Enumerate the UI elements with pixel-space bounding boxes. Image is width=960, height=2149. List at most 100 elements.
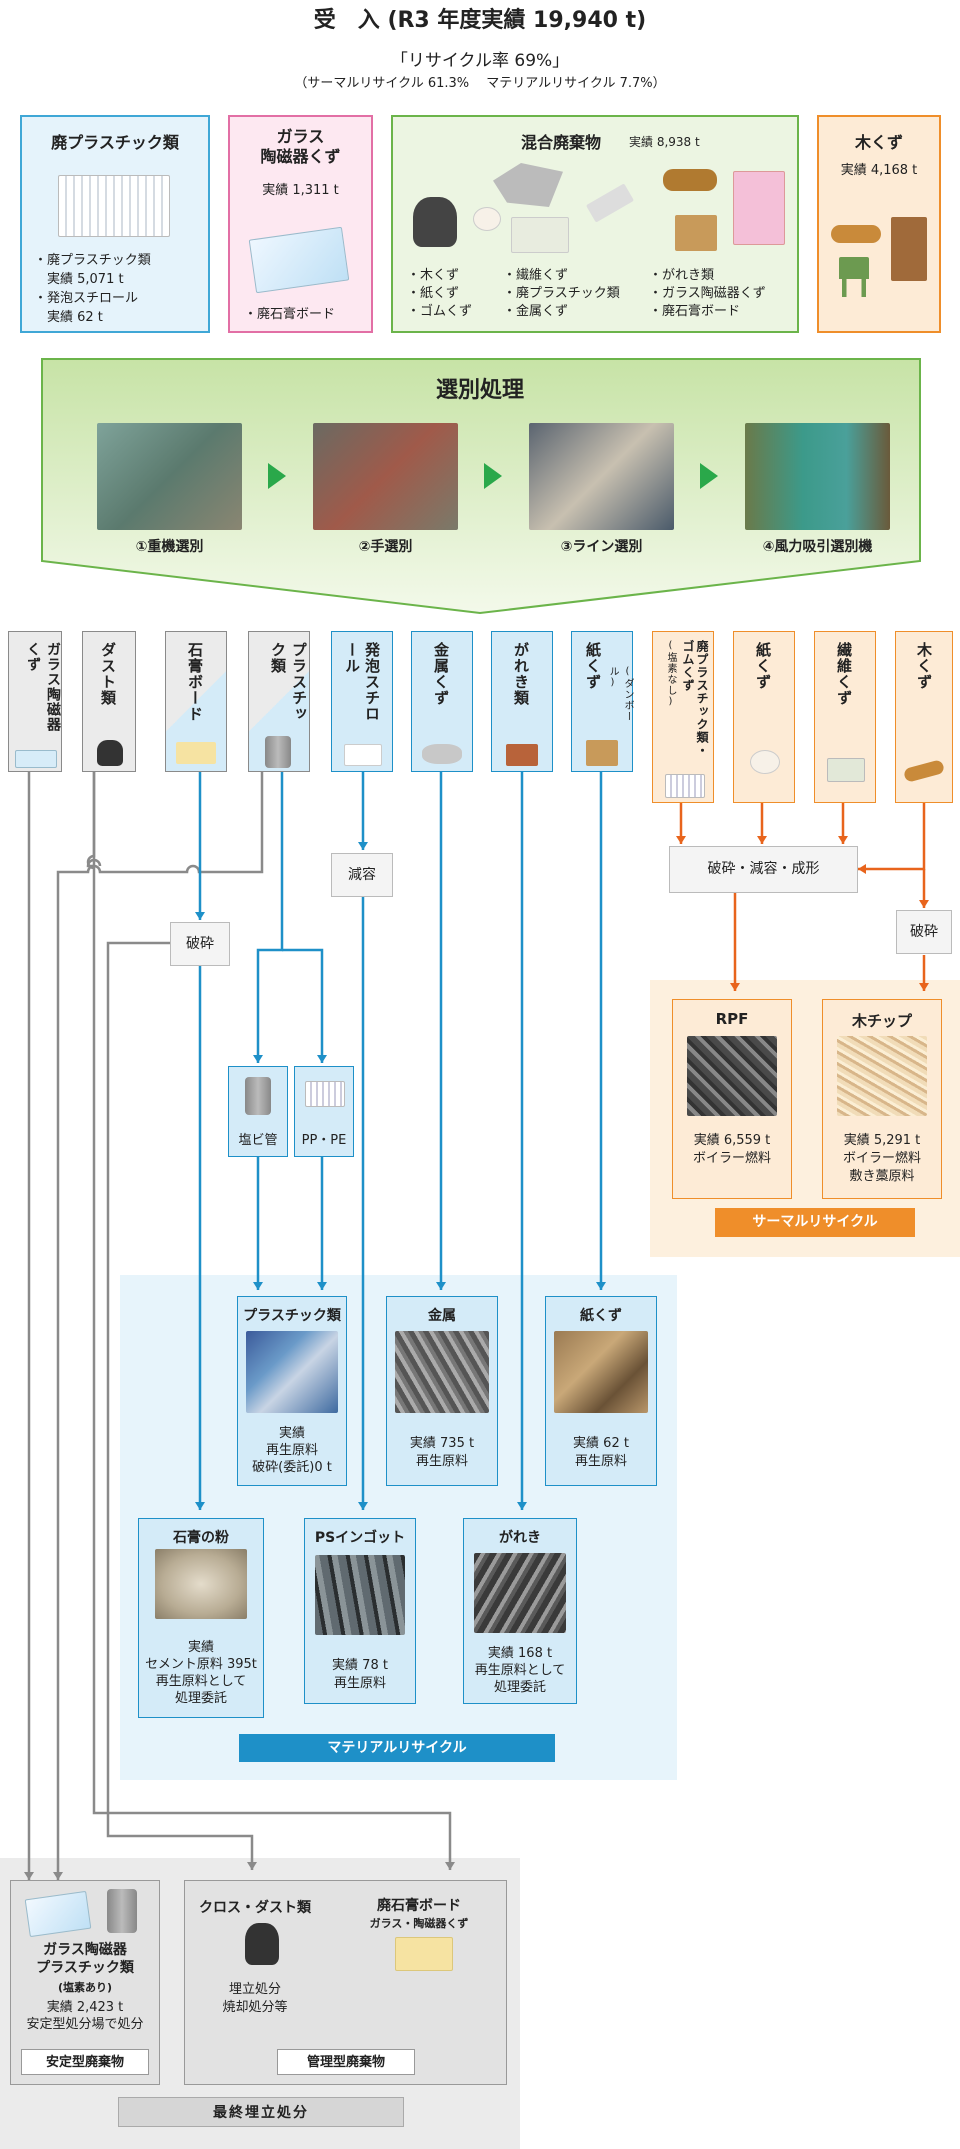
- intake-mixed-card: 混合廃棄物 実績 8,938 t ・木くず ・紙くず ・ゴムくず ・繊維くず ・…: [391, 115, 799, 333]
- intake-mixed-result: 実績 8,938 t: [629, 135, 700, 149]
- sorting-title: 選別処理: [435, 378, 524, 403]
- sorting-panel-shape: [41, 358, 921, 615]
- cardboard-box-icon: [586, 740, 618, 766]
- category-paper-label: 紙くず: [584, 642, 602, 690]
- mat-rubble-title: がれき: [499, 1530, 541, 1546]
- stable-waste-card: ガラス陶磁器 プラスチック類 (塩素あり) 実績 2,423 t 安定型処分場で…: [10, 1880, 160, 2085]
- category-wood: 木くず: [895, 631, 953, 803]
- arrow-right-icon: [484, 463, 502, 489]
- metal-scrap-icon: [422, 744, 462, 764]
- category-metal: 金属くず: [411, 631, 473, 772]
- mat-ps-title: PSインゴット: [314, 1530, 406, 1546]
- managed-cloth-title: クロス・ダスト類: [199, 1900, 311, 1916]
- crush-box-wood: 破砕: [896, 910, 952, 954]
- recycle-breakdown: （サーマルリサイクル 61.3% マテリアルリサイクル 7.7%）: [294, 76, 666, 91]
- intake-wood-card: 木くず 実績 4,168 t: [817, 115, 941, 333]
- intake-mixed-title: 混合廃棄物: [521, 133, 602, 152]
- intake-plastic-title: 廃プラスチック類: [51, 133, 179, 152]
- mat-paper-card: 紙くず 実績 62 t 再生原料: [545, 1296, 657, 1486]
- dust-bag-icon: [245, 1923, 279, 1965]
- styrofoam-icon: [344, 744, 382, 766]
- sorting-step4-photo: [745, 423, 890, 530]
- chip-details: 実績 5,291 t ボイラー燃料 敷き藁原料: [842, 1133, 921, 1184]
- pipe-icon: [107, 1889, 137, 1933]
- stable-waste-title: ガラス陶磁器 プラスチック類: [36, 1942, 134, 1976]
- intake-mixed-col2: ・繊維くず ・廃プラスチック類 ・金属くず: [503, 268, 620, 319]
- category-wood-label: 木くず: [915, 642, 933, 690]
- category-rubble: がれき類: [491, 631, 553, 772]
- rpf-details: 実績 6,559 t ボイラー燃料: [692, 1133, 771, 1166]
- sorting-step1-label: ①重機選別: [135, 539, 204, 555]
- intake-plastic-items: ・廃プラスチック類 実績 5,071 t ・発泡スチロール 実績 62 t: [34, 253, 151, 325]
- category-paper-sub: (ダンボール): [607, 666, 633, 722]
- stable-waste-label: 安定型廃棄物: [21, 2049, 149, 2075]
- mat-gypsum-title: 石膏の粉: [173, 1530, 229, 1546]
- mat-rubble-details: 実績 168 t 再生原料として 処理委託: [474, 1646, 566, 1695]
- stable-waste-details: 実績 2,423 t 安定型処分場で処分: [26, 2000, 144, 2032]
- category-gypsum-label: 石膏ボード: [186, 642, 204, 722]
- intake-wood-result: 実績 4,168 t: [840, 163, 918, 178]
- managed-waste-card: クロス・ダスト類 廃石膏ボード ガラス・陶磁器くず 埋立処分 焼却処分等 管理型…: [184, 1880, 507, 2085]
- cardboard-box-image: [675, 215, 717, 251]
- category-plastic: プラスチック類: [248, 631, 310, 772]
- sorting-step3-label: ③ライン選別: [560, 539, 643, 555]
- category-fiber: 繊維くず: [814, 631, 876, 803]
- mat-ps-photo: [315, 1555, 405, 1635]
- sorting-step2-label: ②手選別: [358, 539, 413, 555]
- glass-shard-icon: [24, 1890, 92, 1938]
- mat-rubble-card: がれき 実績 168 t 再生原料として 処理委託: [463, 1518, 577, 1704]
- category-wasteplastic: 廃プラスチック類・ゴムくず (塩素なし): [652, 631, 714, 803]
- sorting-step1-photo: [97, 423, 242, 530]
- pvc-box: 塩ビ管: [228, 1066, 288, 1157]
- sink-cabinet-image: [733, 171, 785, 245]
- intake-glass-card: ガラス 陶磁器くず 実績 1,311 t ・廃石膏ボード: [228, 115, 373, 333]
- thermal-label: サーマルリサイクル: [715, 1208, 915, 1237]
- category-dust: ダスト類: [82, 631, 136, 772]
- mat-metal-card: 金属 実績 735 t 再生原料: [386, 1296, 498, 1486]
- intake-mixed-col1: ・木くず ・紙くず ・ゴムくず: [407, 268, 473, 319]
- mat-plastic-details: 実績 再生原料 破砕(委託)0 t: [252, 1426, 332, 1475]
- mat-paper-details: 実績 62 t 再生原料: [573, 1436, 629, 1469]
- category-fiber-label: 繊維くず: [835, 642, 853, 706]
- plastic-sheet-image: [58, 175, 170, 237]
- gypsum-board-icon: [176, 742, 216, 764]
- mat-metal-photo: [395, 1331, 489, 1413]
- category-wasteplastic-label: 廃プラスチック類・ゴムくず: [681, 640, 709, 757]
- category-paper2: 紙くず: [733, 631, 795, 803]
- category-paper2-label: 紙くず: [754, 642, 772, 690]
- material-label: マテリアルリサイクル: [239, 1734, 555, 1762]
- category-rubble-label: がれき類: [512, 642, 530, 706]
- sorting-step2-photo: [313, 423, 458, 530]
- pipe-icon: [265, 736, 291, 768]
- managed-gypsum-sub: ガラス・陶磁器くず: [369, 1917, 469, 1930]
- wood-log-icon: [902, 759, 946, 783]
- dust-bag-icon: [97, 740, 123, 766]
- managed-gypsum-title: 廃石膏ボード: [377, 1898, 461, 1914]
- crush-box-gypsum: 破砕: [170, 922, 230, 966]
- brick-icon: [506, 744, 538, 766]
- arrow-right-icon: [268, 463, 286, 489]
- sorting-step4-label: ④風力吸引選別機: [762, 539, 873, 555]
- category-gypsum: 石膏ボード: [165, 631, 227, 772]
- arrow-right-icon: [700, 463, 718, 489]
- dust-bag-image: [413, 197, 457, 247]
- final-landfill-label: 最終埋立処分: [118, 2097, 404, 2127]
- recycle-rate: 「リサイクル率 69%」: [390, 51, 570, 71]
- mat-gypsum-details: 実績 セメント原料 395t 再生原料として 処理委託: [145, 1640, 257, 1706]
- category-styro-label: 発泡スチロール: [343, 642, 381, 722]
- wood-cabinet-image: [891, 217, 927, 281]
- crush-reduce-form-box: 破砕・減容・成形: [669, 846, 858, 893]
- pppe-sheet-icon: [305, 1081, 345, 1107]
- mat-rubble-photo: [474, 1553, 566, 1633]
- mat-plastic-title: プラスチック類: [243, 1308, 341, 1324]
- mat-plastic-photo: [246, 1331, 338, 1413]
- pvc-pipe-icon: [245, 1077, 271, 1115]
- category-paper: 紙くず (ダンボール): [571, 631, 633, 772]
- log-image: [663, 169, 717, 191]
- sorting-step3-photo: [529, 423, 674, 530]
- mat-ps-card: PSインゴット 実績 78 t 再生原料: [304, 1518, 416, 1704]
- mat-paper-photo: [554, 1331, 648, 1413]
- rpf-title: RPF: [715, 1010, 749, 1028]
- pppe-label: PP・PE: [301, 1133, 347, 1148]
